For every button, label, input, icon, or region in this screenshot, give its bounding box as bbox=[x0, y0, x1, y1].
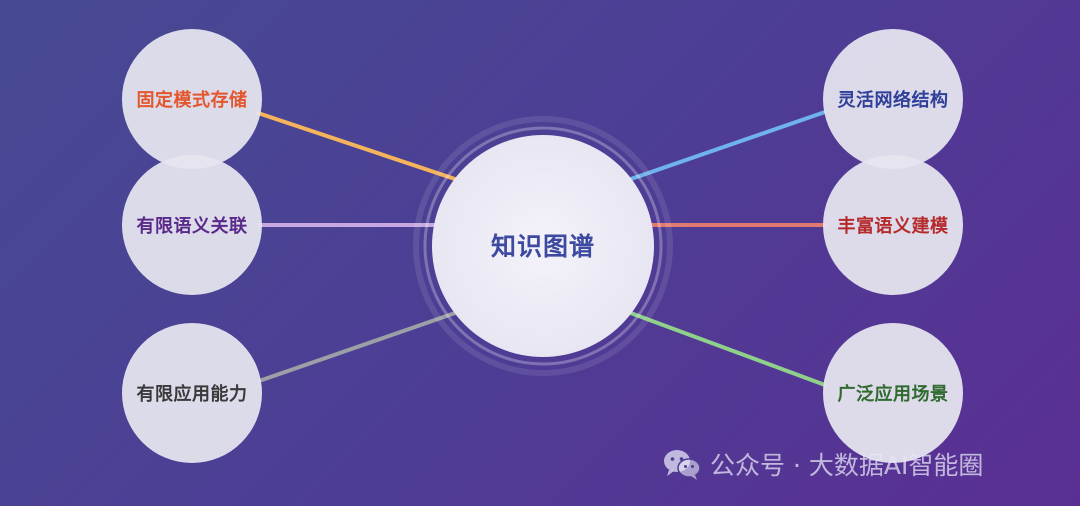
center-halo-inner bbox=[423, 126, 663, 366]
right-node-label-3: 广泛应用场景 bbox=[837, 384, 949, 405]
right-node-label-1: 灵活网络结构 bbox=[837, 90, 949, 111]
right-node-label-2: 丰富语义建模 bbox=[837, 216, 949, 237]
left-node-circle-2 bbox=[122, 155, 262, 295]
left-node-label-2: 有限语义关联 bbox=[136, 216, 248, 237]
left-node-label-1: 固定模式存储 bbox=[136, 90, 248, 111]
watermark: 公众号 · 大数据AI智能圈 bbox=[662, 446, 983, 482]
center-node-label: 知识图谱 bbox=[490, 232, 596, 261]
right-node-circle-2 bbox=[823, 155, 963, 295]
wechat-icon bbox=[664, 450, 701, 480]
right-node-circle-3 bbox=[823, 323, 963, 463]
connector-line-top-right bbox=[626, 110, 827, 182]
left-node-circle-3 bbox=[122, 323, 262, 463]
center-halo-outer bbox=[413, 116, 673, 376]
connector-line-bottom-right bbox=[626, 310, 827, 387]
watermark-text: 公众号 · 大数据AI智能圈 bbox=[710, 451, 984, 480]
connector-line-top-left bbox=[256, 111, 460, 182]
right-node-circle-1 bbox=[823, 29, 963, 169]
connector-line-bottom-left bbox=[260, 310, 460, 382]
left-node-circle-1 bbox=[122, 29, 262, 169]
left-node-label-3: 有限应用能力 bbox=[136, 384, 248, 405]
center-node-circle bbox=[432, 135, 654, 357]
